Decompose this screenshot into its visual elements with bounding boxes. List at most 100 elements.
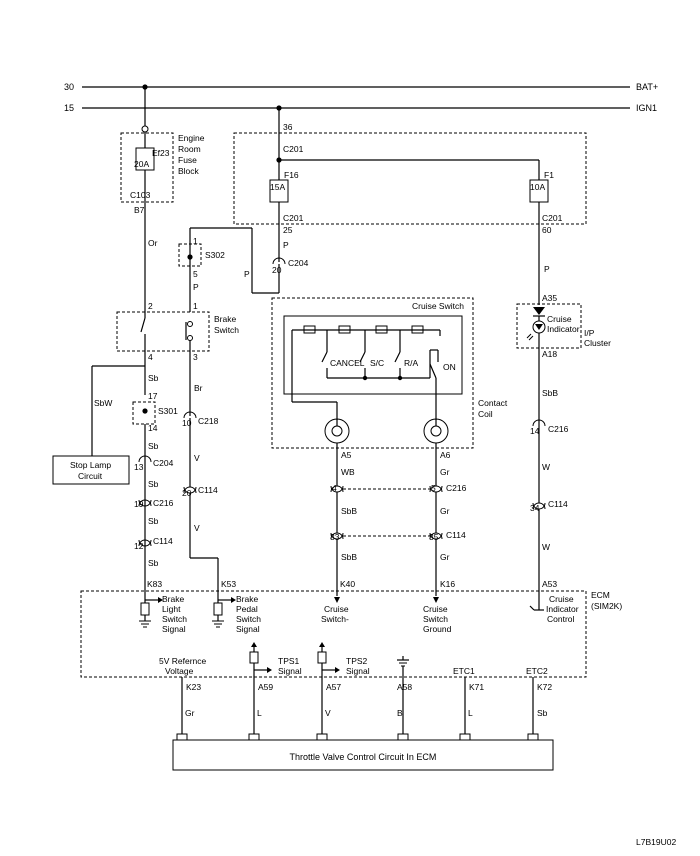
s302-pin-top: 1: [193, 236, 198, 246]
cruise-sc: S/C: [370, 358, 384, 368]
fuse-block-label-1: Engine: [178, 133, 205, 143]
fuse-f1-id: F1: [544, 170, 554, 180]
throttle-label: Throttle Valve Control Circuit In ECM: [290, 752, 437, 762]
contact-coil-label-1: Contact: [478, 398, 508, 408]
c114b-label: C114: [198, 485, 218, 495]
wire-sbb-1: SbB: [341, 506, 357, 516]
brake-pin-2: 2: [148, 301, 153, 311]
etc2-label: ETC2: [526, 666, 548, 676]
s302-label: S302: [205, 250, 225, 260]
fuse-block-label-2: Room: [178, 144, 201, 154]
wire-or: Or: [148, 238, 158, 248]
pin-a57: A57: [326, 682, 341, 692]
wire-l-1: L: [257, 708, 262, 718]
c216c-label: C216: [548, 424, 569, 434]
s302-pin-bot: 5: [193, 269, 198, 279]
etc1-label: ETC1: [453, 666, 475, 676]
c218-label: C218: [198, 416, 219, 426]
brake-switch-label-1: Brake: [214, 314, 236, 324]
wire-sb-4: Sb: [148, 516, 159, 526]
ecm-title-2: (SIM2K): [591, 601, 622, 611]
sig5-3: Control: [547, 614, 575, 624]
c201-top: C201: [283, 144, 304, 154]
pin-a53: A53: [542, 579, 557, 589]
ip-cluster-label-1: I/P: [584, 328, 595, 338]
pin-a5: A5: [341, 450, 352, 460]
brake-pedal-circuit: Br 10 C218 V 20 C114 V: [182, 383, 219, 596]
wire-p-4: P: [544, 264, 550, 274]
c216b-label: C216: [446, 483, 467, 493]
sig2-2: Pedal: [236, 604, 258, 614]
wire-br: Br: [194, 383, 203, 393]
wire-gr-3: Gr: [440, 552, 450, 562]
c114c-pin-35: 35: [429, 532, 439, 542]
c201-bot-left: C201: [283, 213, 304, 223]
c204b-label: C204: [153, 458, 174, 468]
wire-v-bot: V: [325, 708, 331, 718]
wire-gr-bot: Gr: [185, 708, 195, 718]
pin-a18: A18: [542, 349, 557, 359]
cruise-cancel: CANCEL: [330, 358, 365, 368]
diagram-id: L7B19U02: [636, 837, 676, 847]
s301-label: S301: [158, 406, 178, 416]
tps1-label-2: Signal: [278, 666, 302, 676]
throttle-valve-circuit: Gr L V B L Sb Throttle Valve Control Cir…: [172, 677, 554, 771]
pin-k72: K72: [537, 682, 552, 692]
pin-a35: A35: [542, 293, 557, 303]
pin-k23: K23: [186, 682, 201, 692]
pin-a58: A58: [397, 682, 412, 692]
ign-fuse-box: 36 C201 F16 15A C201 25 P F1 10A C201 60…: [233, 105, 587, 305]
ref-label-1: 5V Refernce: [159, 656, 207, 666]
fuse-f16-amp: 15A: [270, 182, 285, 192]
brake-switch: 2 1 4 3 Brake Switch: [116, 245, 239, 416]
pin-k71: K71: [469, 682, 484, 692]
wire-gr-1: Gr: [440, 467, 450, 477]
sig1-4: Signal: [162, 624, 186, 634]
c218-pin: 10: [182, 418, 192, 428]
wire-v-1: V: [194, 453, 200, 463]
sig2-3: Switch: [236, 614, 261, 624]
sig4-2: Switch: [423, 614, 448, 624]
pin-a6: A6: [440, 450, 451, 460]
c204-s302-routing: 20 C204 P 1 S302 5 P: [178, 227, 309, 312]
cruise-on: ON: [443, 362, 456, 372]
wire-w-1: W: [542, 462, 550, 472]
sig4-3: Ground: [423, 624, 452, 634]
sig4-1: Cruise: [423, 604, 448, 614]
wire-v-2: V: [194, 523, 200, 533]
sig1-1: Brake: [162, 594, 184, 604]
c114d-label: C114: [548, 499, 568, 509]
c216b-pin-4: 4: [332, 483, 337, 493]
c216c-pin: 14: [530, 426, 540, 436]
wire-sb-2: Sb: [148, 441, 159, 451]
tps2-label-1: TPS2: [346, 656, 368, 666]
wire-gr-2: Gr: [440, 506, 450, 516]
pin-36: 36: [283, 122, 293, 132]
contact-coil-label-2: Coil: [478, 409, 493, 419]
pin-60: 60: [542, 225, 552, 235]
bat-rail: 30 BAT+: [64, 82, 658, 92]
pin-k16: K16: [440, 579, 455, 589]
wire-wb: WB: [341, 467, 355, 477]
c114a-pin: 12: [134, 541, 144, 551]
s301-bot: 14: [148, 423, 158, 433]
ecm-title-1: ECM: [591, 590, 610, 600]
sig3-1: Cruise: [324, 604, 349, 614]
wire-w-2: W: [542, 542, 550, 552]
tps2-label-2: Signal: [346, 666, 370, 676]
fuse-f1-amp: 10A: [530, 182, 545, 192]
wire-p-3: P: [193, 282, 199, 292]
stop-lamp-label-2: Circuit: [78, 471, 103, 481]
c114c-pin-33: 33: [330, 532, 340, 542]
c216a-pin: 19: [134, 499, 144, 509]
pin-25: 25: [283, 225, 293, 235]
engine-room-fuse-block: Ef23 20A Engine Room Fuse Block C103 B7 …: [120, 84, 205, 248]
brake-pin-3: 3: [193, 352, 198, 362]
c204b-pin: 13: [134, 462, 144, 472]
fuse-ef23-id: Ef23: [152, 148, 170, 158]
pin-k40: K40: [340, 579, 355, 589]
sig1-3: Switch: [162, 614, 187, 624]
c204-label: C204: [288, 258, 309, 268]
s301-top: 17: [148, 391, 158, 401]
